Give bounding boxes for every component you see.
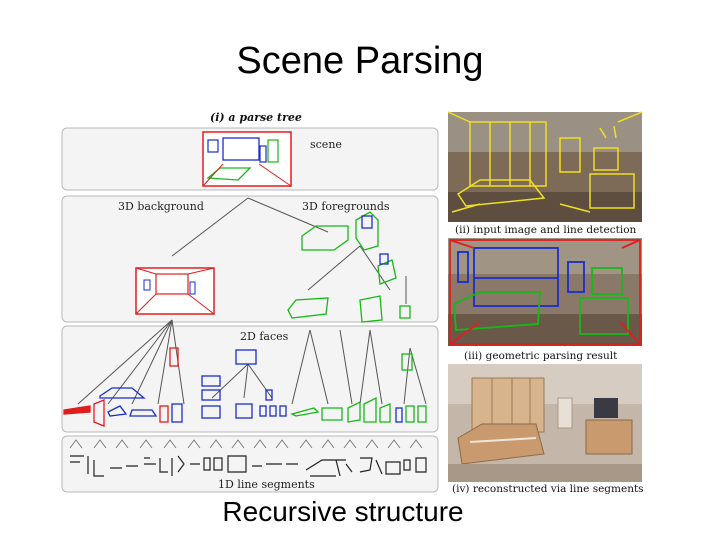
panel-iii-caption: (iii) geometric parsing result [464, 350, 618, 362]
label-2d-faces: 2D faces [240, 330, 289, 343]
background-node [135, 267, 215, 315]
panel-reconstruction: (iv) reconstructed via line segments [448, 364, 644, 496]
label-1d-line-segments: 1D line segments [218, 478, 315, 491]
label-scene: scene [310, 138, 342, 151]
slide-caption: Recursive structure [222, 496, 464, 527]
level-box-3d [61, 195, 439, 323]
tree-edges-1d [69, 439, 423, 449]
tree-heading: (i) a parse tree [210, 111, 302, 124]
label-3d-foregrounds: 3D foregrounds [302, 200, 390, 213]
line-segment-shapes [70, 455, 427, 477]
panel-ii-caption: (ii) input image and line detection [455, 224, 637, 236]
face-shapes [63, 347, 427, 427]
tree-edges-2d [77, 319, 427, 405]
slide-title: Scene Parsing [236, 40, 484, 82]
panel-geometric-parsing: (iii) geometric parsing result [448, 238, 642, 362]
parse-tree-figure: (i) a parse tree scene 3D background 3D … [61, 111, 644, 496]
scene-node [202, 131, 292, 187]
level-box-1d [61, 435, 439, 493]
foreground-objects [287, 211, 411, 323]
label-3d-background: 3D background [118, 200, 204, 213]
panel-iv-caption: (iv) reconstructed via line segments [452, 483, 644, 495]
panel-input-line-detection: (ii) input image and line detection [447, 111, 643, 236]
